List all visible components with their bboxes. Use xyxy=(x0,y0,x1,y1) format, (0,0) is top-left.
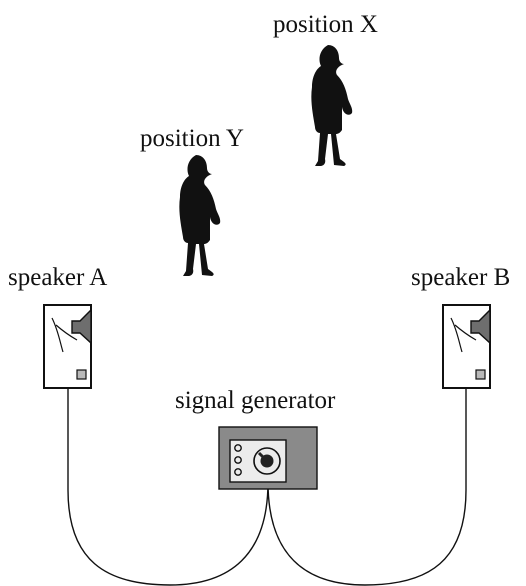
speaker-a-icon xyxy=(43,304,92,389)
cable-speaker-a xyxy=(67,388,269,586)
label-position-y: position Y xyxy=(140,125,244,152)
signal-generator-icon xyxy=(218,426,318,490)
dial-icon xyxy=(253,447,281,475)
cable-speaker-b xyxy=(267,388,467,586)
label-signal-generator: signal generator xyxy=(175,387,336,414)
label-speaker-b: speaker B xyxy=(411,264,511,291)
label-position-x: position X xyxy=(273,11,378,38)
person-silhouette-icon xyxy=(311,45,353,166)
speaker-b-icon xyxy=(442,304,491,389)
person-silhouette-icon xyxy=(179,155,221,276)
label-speaker-a: speaker A xyxy=(8,264,108,291)
